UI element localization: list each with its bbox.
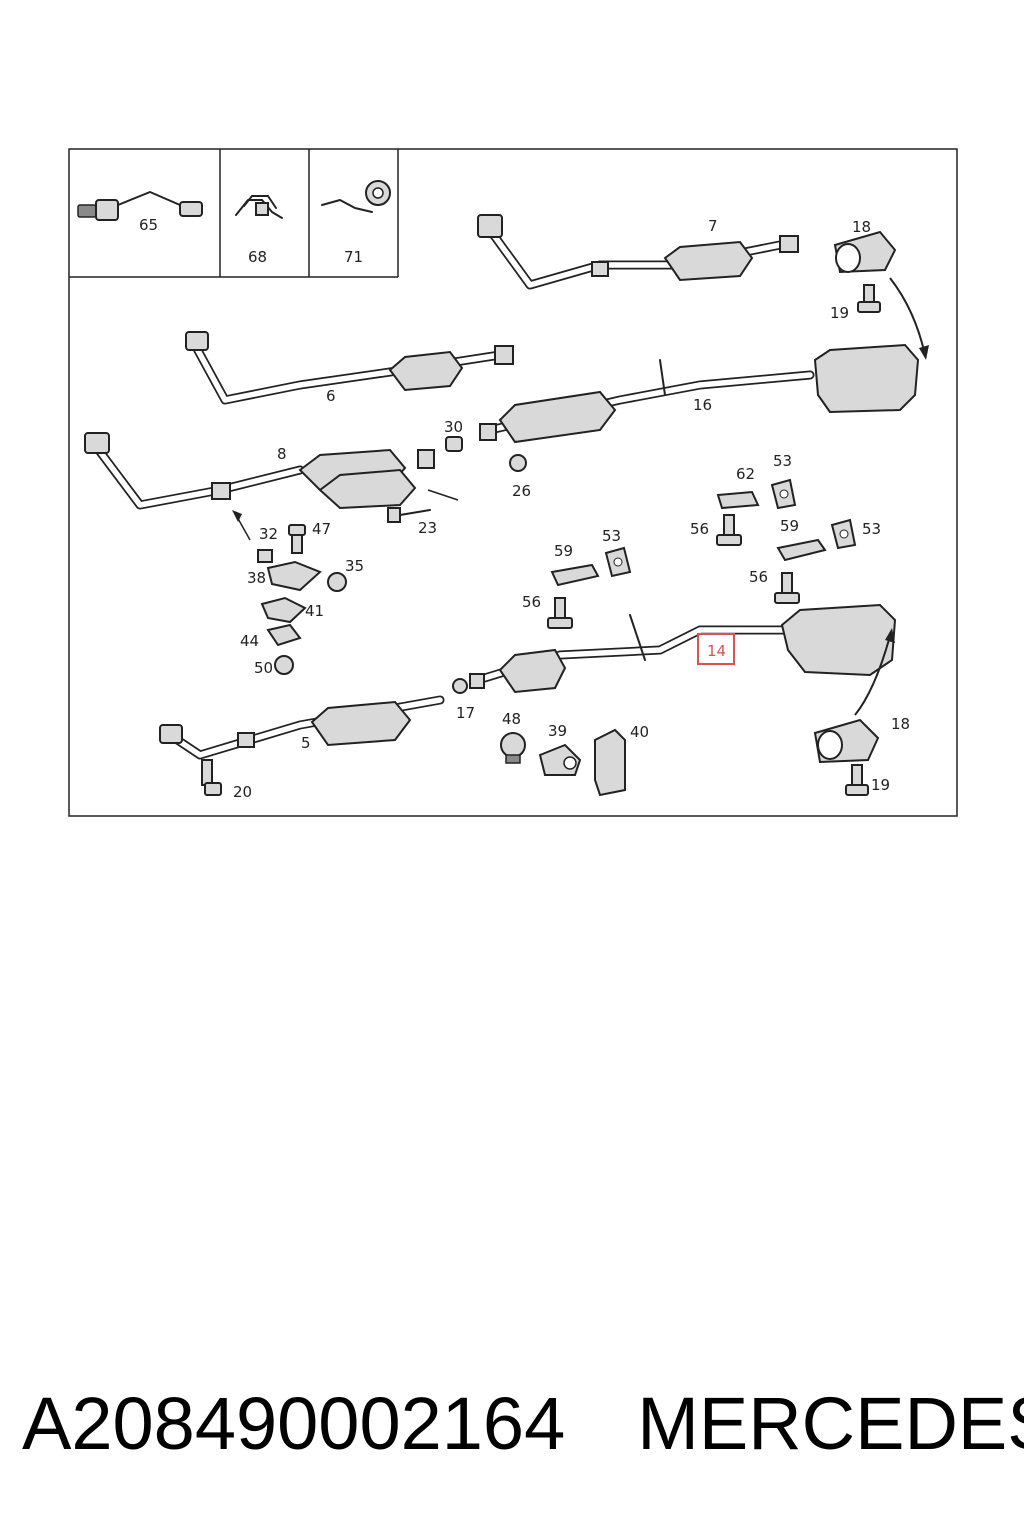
callout-44: 44 — [240, 632, 259, 650]
callout-56-b: 56 — [749, 568, 768, 586]
bolt-56-c[interactable] — [547, 597, 573, 629]
callout-17: 17 — [456, 704, 475, 722]
callout-56-c: 56 — [522, 593, 541, 611]
part-30[interactable] — [445, 436, 463, 452]
exhaust-pipe-16[interactable] — [479, 343, 920, 444]
callout-5: 5 — [301, 734, 311, 752]
callout-26: 26 — [512, 482, 531, 500]
callout-47: 47 — [312, 520, 331, 538]
clamp-17[interactable] — [452, 678, 468, 694]
arrow-18-lower — [854, 635, 891, 716]
catalytic-converter-7[interactable] — [477, 214, 799, 290]
bracket-40[interactable] — [594, 728, 626, 797]
bolt-56-a[interactable] — [716, 514, 742, 546]
callout-8: 8 — [277, 445, 287, 463]
rubber-mount-53-top[interactable] — [770, 478, 797, 510]
callout-23: 23 — [418, 519, 437, 537]
callout-6: 6 — [326, 387, 336, 405]
part-caption: A208490002164 MERCEDES — [22, 1378, 1024, 1468]
arrow-18-to-muffler — [889, 277, 926, 356]
bolt-23[interactable] — [387, 507, 431, 523]
callout-30: 30 — [444, 418, 463, 436]
callout-59-left: 59 — [554, 542, 573, 560]
callout-7: 7 — [708, 217, 718, 235]
bolt-19-upper[interactable] — [857, 284, 881, 313]
callout-62: 62 — [736, 465, 755, 483]
callout-19-upper: 19 — [830, 304, 849, 322]
sensor-48[interactable] — [500, 732, 526, 764]
callout-40: 40 — [630, 723, 649, 741]
sensor-39[interactable] — [538, 743, 582, 776]
clip-44[interactable] — [266, 623, 302, 647]
diagram-frame — [68, 148, 958, 817]
part-number: A208490002164 — [22, 1381, 566, 1465]
callout-18-lower: 18 — [891, 715, 910, 733]
callout-56-a: 56 — [690, 520, 709, 538]
tailpipe-tip-18-lower[interactable] — [813, 718, 880, 764]
callout-20: 20 — [233, 783, 252, 801]
callout-39: 39 — [548, 722, 567, 740]
bracket-59-left[interactable] — [550, 563, 600, 587]
nut-26[interactable] — [509, 454, 527, 472]
bracket-41[interactable] — [260, 596, 307, 624]
inset-panel — [69, 149, 399, 278]
callout-19-lower: 19 — [871, 776, 890, 794]
callout-35: 35 — [345, 557, 364, 575]
rubber-mount-53-right[interactable] — [830, 518, 857, 550]
sensor-harness-part[interactable] — [321, 180, 391, 213]
callout-18-upper: 18 — [852, 218, 871, 236]
front-pipe-5[interactable] — [159, 695, 445, 760]
callout-16: 16 — [693, 396, 712, 414]
dual-catalytic-converter-8[interactable] — [84, 432, 435, 510]
callout-48: 48 — [502, 710, 521, 728]
tailpipe-tip-18-upper[interactable] — [833, 230, 897, 274]
bolt-56-b[interactable] — [774, 572, 800, 604]
bolt-19-lower[interactable] — [845, 764, 869, 796]
brand-name: MERCEDES — [637, 1381, 1024, 1465]
callout-53-left: 53 — [602, 527, 621, 545]
callout-53-top: 53 — [773, 452, 792, 470]
exhaust-system-diagram: 65 68 71 7 18 19 6 16 30 26 8 23 62 53 5… — [68, 148, 958, 817]
rubber-mount-53-left[interactable] — [604, 546, 632, 578]
inset-label-68: 68 — [248, 248, 267, 266]
oxygen-sensor-part[interactable] — [77, 191, 203, 221]
bracket-38[interactable] — [266, 560, 322, 592]
callout-59-right: 59 — [780, 517, 799, 535]
clamp-part[interactable] — [235, 195, 283, 219]
callout-53-right: 53 — [862, 520, 881, 538]
callout-41: 41 — [305, 602, 324, 620]
rear-pipe-with-muffler-14[interactable] — [469, 603, 897, 694]
clip-32[interactable] — [257, 549, 273, 563]
callout-50: 50 — [254, 659, 273, 677]
nut-50[interactable] — [274, 655, 294, 675]
callout-14: 14 — [707, 642, 726, 660]
callout-14-highlight — [697, 633, 735, 665]
inset-label-71: 71 — [344, 248, 363, 266]
callout-38: 38 — [247, 569, 266, 587]
bolt-47[interactable] — [288, 524, 306, 554]
callout-32: 32 — [259, 525, 278, 543]
inset-label-65: 65 — [139, 216, 158, 234]
bolt-20[interactable] — [201, 759, 222, 796]
bracket-59-right[interactable] — [776, 538, 827, 562]
bracket-62[interactable] — [716, 490, 760, 510]
nut-35[interactable] — [327, 572, 347, 592]
front-pipe-6[interactable] — [185, 331, 514, 405]
